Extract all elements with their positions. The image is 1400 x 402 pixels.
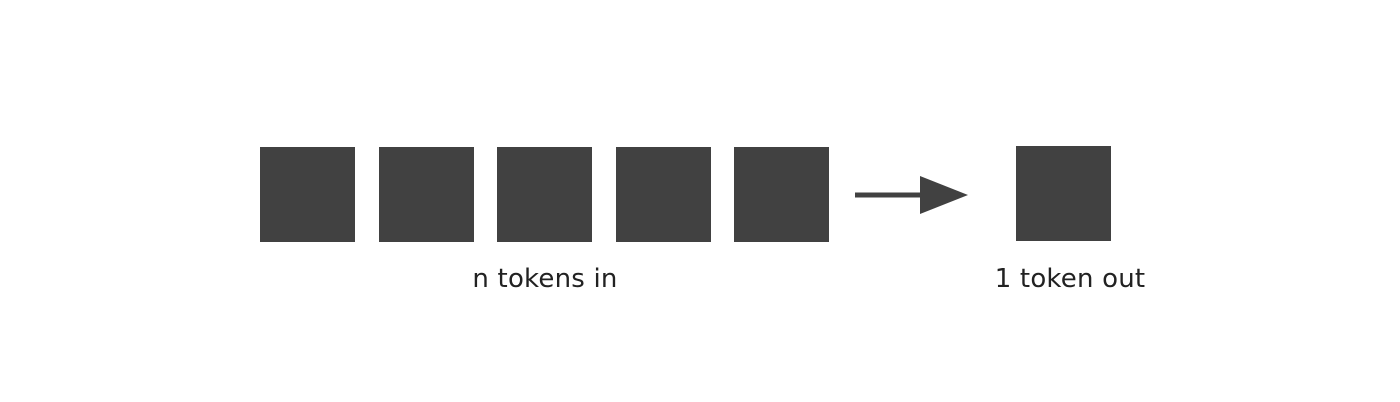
input-token bbox=[734, 147, 829, 242]
input-token bbox=[260, 147, 355, 242]
input-token bbox=[615, 147, 711, 242]
output-token bbox=[1016, 146, 1111, 241]
input-caption: n tokens in bbox=[472, 264, 618, 294]
input-token bbox=[378, 147, 474, 242]
right-arrow-icon bbox=[855, 176, 968, 214]
output-caption: 1 token out bbox=[994, 264, 1146, 294]
input-token bbox=[497, 147, 592, 242]
